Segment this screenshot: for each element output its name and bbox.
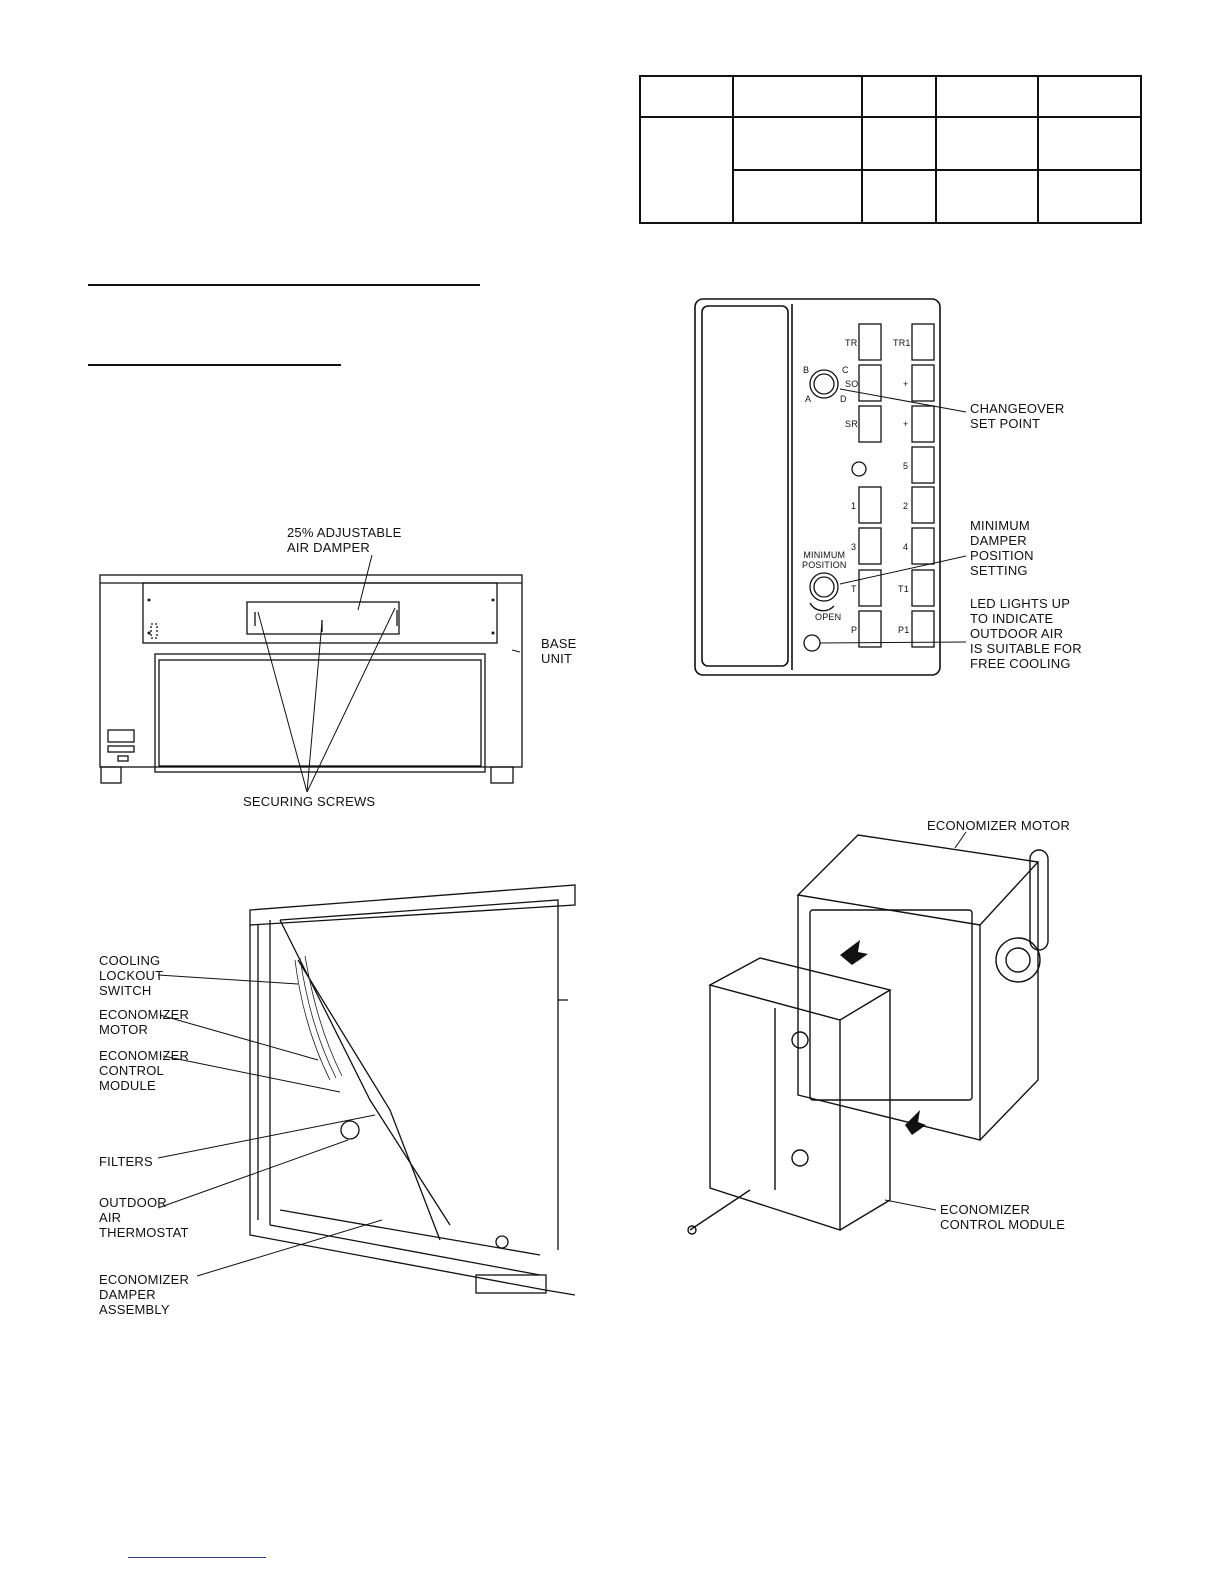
table-cell: [639, 116, 734, 224]
terminal-label: P1: [898, 625, 910, 635]
table-cell: [935, 169, 1039, 224]
motor-figure: [687, 834, 1049, 1235]
damper-assembly-label: ECONOMIZER DAMPER ASSEMBLY: [99, 1272, 190, 1317]
economizer-figure: [249, 884, 576, 1296]
changeover-callout: CHANGEOVER SET POINT: [970, 401, 1065, 431]
terminal-label: SR: [845, 419, 858, 429]
table-cell: [732, 169, 863, 224]
control-module-figure: [694, 298, 941, 676]
terminal-label: +: [903, 379, 909, 389]
section-rule-2: [88, 364, 341, 366]
table-cell: [1037, 169, 1142, 224]
damper-figure: [99, 574, 523, 784]
terminal-label: P: [851, 625, 858, 635]
dial-letter: C: [842, 365, 849, 375]
module-label: ECONOMIZER CONTROL MODULE: [940, 1202, 1066, 1232]
table-cell: [935, 116, 1039, 171]
terminal-label: TR: [845, 338, 858, 348]
terminal-label: 4: [903, 542, 909, 552]
terminal-label: TR1: [893, 338, 911, 348]
dial-letter: A: [805, 394, 812, 404]
table-cell: [732, 75, 863, 118]
terminal-label: 2: [903, 501, 909, 511]
table-cell: [1037, 116, 1142, 171]
table-cell: [861, 116, 937, 171]
table-cell: [732, 116, 863, 171]
terminal-label: 1: [851, 501, 857, 511]
terminal-label: T1: [898, 584, 909, 594]
dial-letter: B: [803, 365, 810, 375]
securing-screws-label: SECURING SCREWS: [243, 794, 376, 809]
cooling-lockout-label: COOLING LOCKOUT SWITCH: [99, 953, 164, 998]
minimum-position-label: MINIMUM POSITION: [802, 550, 847, 570]
economizer-motor-label: ECONOMIZER MOTOR: [99, 1007, 190, 1037]
terminal-label: SO: [845, 379, 859, 389]
filters-label: FILTERS: [99, 1154, 153, 1169]
table-row: [640, 169, 1142, 224]
min-damper-callout: MINIMUM DAMPER POSITION SETTING: [970, 518, 1034, 578]
terminal-label: 5: [903, 461, 909, 471]
footer-rule: [128, 1557, 266, 1558]
spec-table: [639, 75, 1142, 224]
table-row: [639, 116, 1142, 224]
damper-label: 25% ADJUSTABLE AIR DAMPER: [287, 525, 402, 555]
table-cell: [861, 169, 937, 224]
terminal-label: +: [903, 419, 909, 429]
table-cell: [639, 75, 734, 118]
dial-letter: D: [840, 394, 847, 404]
table-header-row: [639, 75, 1142, 118]
economizer-module-label: ECONOMIZER CONTROL MODULE: [99, 1048, 190, 1093]
led-callout: LED LIGHTS UP TO INDICATE OUTDOOR AIR IS…: [970, 596, 1082, 671]
terminal-label: T: [851, 584, 857, 594]
outdoor-thermostat-label: OUTDOOR AIR THERMOSTAT: [99, 1195, 189, 1240]
table-cell: [861, 75, 937, 118]
table-cell: [935, 75, 1039, 118]
base-unit-label: BASE UNIT: [541, 636, 577, 666]
terminal-label: 3: [851, 542, 857, 552]
section-rule-1: [88, 284, 480, 286]
table-cell: [1037, 75, 1142, 118]
open-label: OPEN: [815, 612, 842, 622]
motor-label: ECONOMIZER MOTOR: [927, 818, 1071, 833]
